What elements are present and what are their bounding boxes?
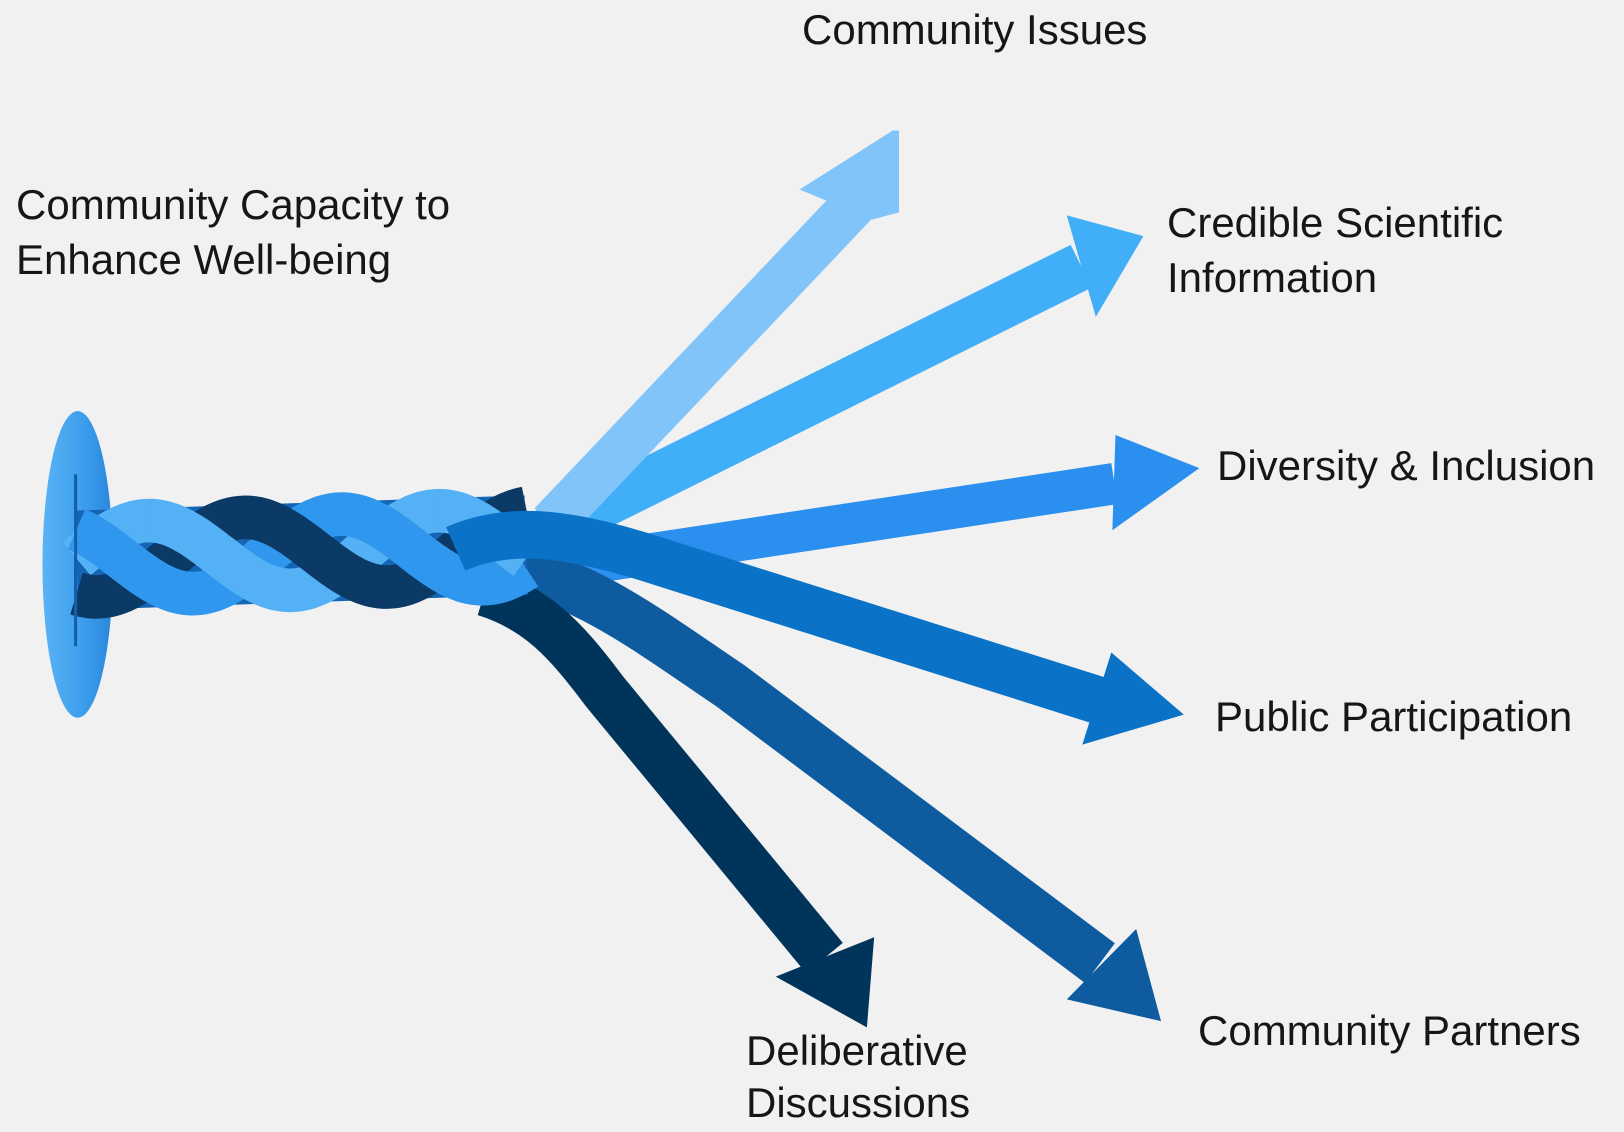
rope-strand-navy-front [58, 495, 408, 619]
label-community-issues: Community Issues [802, 2, 1147, 57]
label-line: Discussions [746, 1079, 971, 1126]
label-line: Credible Scientific [1167, 199, 1504, 246]
label-line: Diversity & Inclusion [1217, 442, 1596, 489]
arrow-public-participation [446, 510, 1184, 745]
arrow-head [799, 130, 899, 220]
arrow-shaft [534, 187, 873, 540]
label-line: Public Participation [1215, 693, 1573, 740]
arrow-community-partners [502, 543, 1162, 1022]
arrow-shaft [502, 543, 1115, 984]
arrow-head [1082, 652, 1184, 745]
label-deliberative-discussions: Deliberative Discussions [746, 1025, 970, 1129]
arrow-community-issues [534, 130, 899, 540]
label-line: Information [1167, 254, 1378, 301]
arrow-head [1112, 434, 1200, 531]
label-line: Community Capacity to [16, 181, 451, 228]
arrow-head [1066, 215, 1144, 317]
braided-rope [58, 486, 545, 619]
arrow-head [775, 937, 875, 1028]
label-credible-scientific-information: Credible Scientific Information [1167, 195, 1503, 305]
rope-strand-blue-front [58, 492, 504, 616]
arrow-head [1066, 929, 1162, 1022]
label-line: Enhance Well-being [16, 236, 392, 283]
label-line: Deliberative [746, 1027, 968, 1074]
label-community-partners: Community Partners [1198, 1003, 1581, 1058]
label-line: Community Partners [1198, 1007, 1581, 1054]
root-label: Community Capacity to Enhance Well-being [16, 177, 450, 287]
label-diversity-inclusion: Diversity & Inclusion [1217, 438, 1595, 493]
arrow-credible-scientific-information [522, 215, 1144, 560]
label-line: Community Issues [802, 6, 1148, 53]
arrow-shaft [522, 244, 1092, 560]
arrow-shaft [446, 510, 1106, 723]
label-public-participation: Public Participation [1215, 689, 1572, 744]
